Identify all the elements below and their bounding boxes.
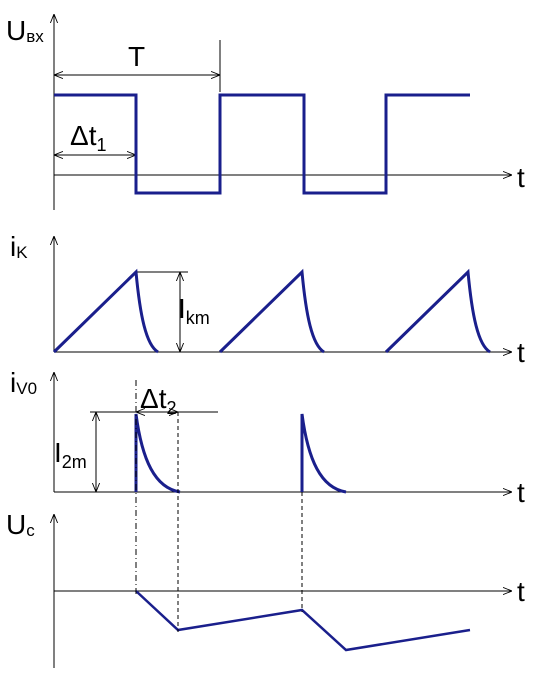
panel-collector-current: iK t Ikm xyxy=(10,231,525,368)
panel-diode-current: iV0 t I2m Δt2 xyxy=(10,367,525,508)
y-axis-label: iV0 xyxy=(10,367,37,398)
y-axis-label: Uвх xyxy=(6,15,44,46)
x-axis-label: t xyxy=(517,337,525,368)
input-square-wave xyxy=(54,93,470,195)
period-label: T xyxy=(128,41,145,72)
amplitude-label: Ikm xyxy=(178,293,210,328)
collector-current-wave-1 xyxy=(52,268,159,354)
panel-capacitor-voltage: Uc t xyxy=(6,509,525,668)
diode-current-pulse-2 xyxy=(300,413,347,494)
capacitor-voltage-wave xyxy=(135,590,471,652)
x-axis-label: t xyxy=(517,162,525,193)
y-axis-label: Uc xyxy=(6,509,35,540)
diode-current-pulse-1 xyxy=(134,413,181,494)
y-axis-label: iK xyxy=(10,231,28,262)
x-axis-label: t xyxy=(517,576,525,607)
panel-input-voltage: Uвх t T Δt1 xyxy=(6,14,525,210)
amplitude-label: I2m xyxy=(54,437,87,472)
recovery-label: Δt2 xyxy=(140,383,177,418)
collector-current-wave-2 xyxy=(218,268,325,354)
collector-current-wave-3 xyxy=(384,268,491,354)
pulse-width-label: Δt1 xyxy=(70,120,107,155)
x-axis-label: t xyxy=(517,477,525,508)
